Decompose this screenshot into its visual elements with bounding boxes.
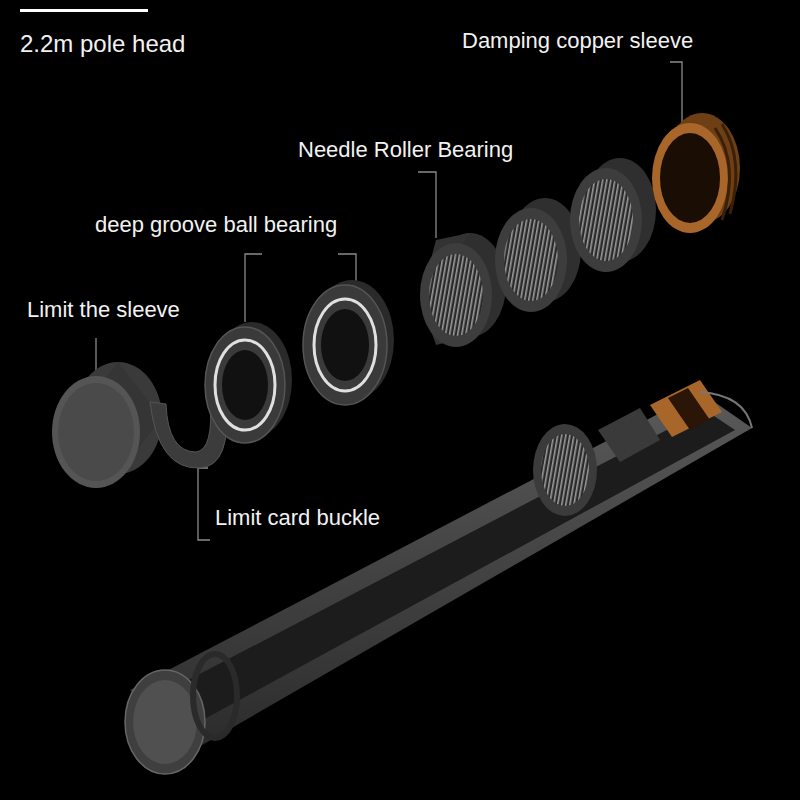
limit-sleeve	[52, 362, 162, 488]
ball-bearing	[205, 322, 292, 443]
part-label: Limit card buckle	[215, 505, 380, 530]
part-label: Damping copper sleeve	[462, 28, 693, 53]
pole-tube	[125, 380, 752, 774]
part-label: deep groove ball bearing	[95, 212, 337, 237]
needle-bearing	[420, 233, 506, 347]
title: 2.2m pole head	[20, 30, 185, 58]
leader-line	[245, 254, 262, 322]
leader-line	[418, 172, 436, 238]
title-bar	[20, 9, 148, 12]
part-label: Needle Roller Bearing	[298, 137, 513, 162]
part-label: Limit the sleeve	[27, 297, 180, 322]
needle-bearing	[495, 198, 581, 312]
copper-sleeve	[652, 113, 740, 233]
ball-bearing	[303, 280, 394, 405]
leader-lines	[96, 62, 682, 540]
leader-line	[198, 468, 210, 540]
needle-bearing	[570, 158, 656, 272]
